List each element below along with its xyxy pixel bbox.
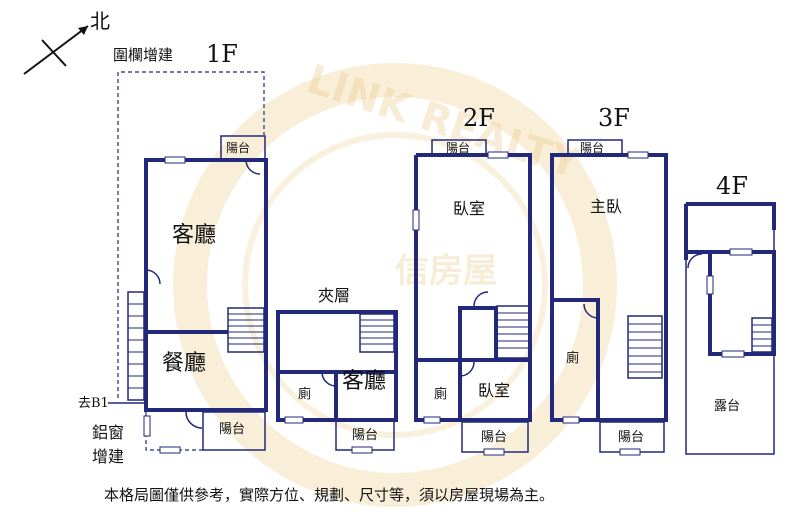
f2-bedroom2-label: 臥室	[478, 381, 510, 400]
watermark: LINK REALTY 信房屋	[173, 56, 617, 507]
watermark-brand-cn: 信房屋	[395, 251, 497, 291]
f1-balcony-top: 陽台	[226, 140, 250, 155]
mezz-living-label: 客廳	[342, 369, 386, 394]
floor-2f: 2F 陽台 臥室 廁 臥室 陽台	[412, 104, 532, 456]
floor-mezzanine: 夾層 廁 客廳 陽台	[276, 286, 398, 454]
living-room-label: 客廳	[172, 223, 216, 248]
f3-toilet-label: 廁	[566, 350, 579, 366]
mezz-balcony-label: 陽台	[352, 428, 378, 443]
floor-2f-title: 2F	[463, 104, 495, 132]
compass-arrow-icon	[23, 25, 89, 75]
mezzanine-title: 夾層	[318, 286, 350, 305]
dining-room-label: 餐廳	[162, 351, 206, 376]
f2-toilet-label: 廁	[434, 386, 447, 402]
f2-balcony-top: 陽台	[446, 140, 470, 155]
alu-window-label-line2: 增建	[92, 447, 124, 466]
alu-window-label-line1: 鋁窗	[92, 423, 124, 442]
fence-note: 圍欄增建	[113, 46, 173, 64]
floor-3f: 3F 陽台 主臥 廁 陽台	[550, 104, 668, 456]
f3-balcony-bottom: 陽台	[618, 430, 644, 445]
f2-bedroom1-label: 臥室	[453, 199, 485, 218]
f1-balcony-bottom: 陽台	[219, 422, 245, 437]
to-b1-label: 去B1	[78, 396, 109, 411]
floor-1f-title: 1F	[206, 40, 238, 68]
f2-balcony-bottom: 陽台	[481, 430, 507, 445]
f3-balcony-top: 陽台	[580, 140, 604, 155]
f3-master-label: 主臥	[590, 197, 622, 216]
floor-3f-title: 3F	[598, 104, 630, 132]
north-label: 北	[90, 9, 110, 33]
disclaimer: 本格局圖僅供參考，實際方位、規劃、尺寸等，須以房屋現場為主。	[104, 486, 554, 504]
mezz-toilet-label: 廁	[298, 386, 311, 402]
floor-1f: 圍欄增建 1F 陽台 陽台	[78, 40, 268, 466]
floor-4f: 4F 露台	[684, 172, 776, 455]
f4-terrace-label: 露台	[714, 399, 740, 414]
floor-4f-title: 4F	[716, 172, 748, 200]
